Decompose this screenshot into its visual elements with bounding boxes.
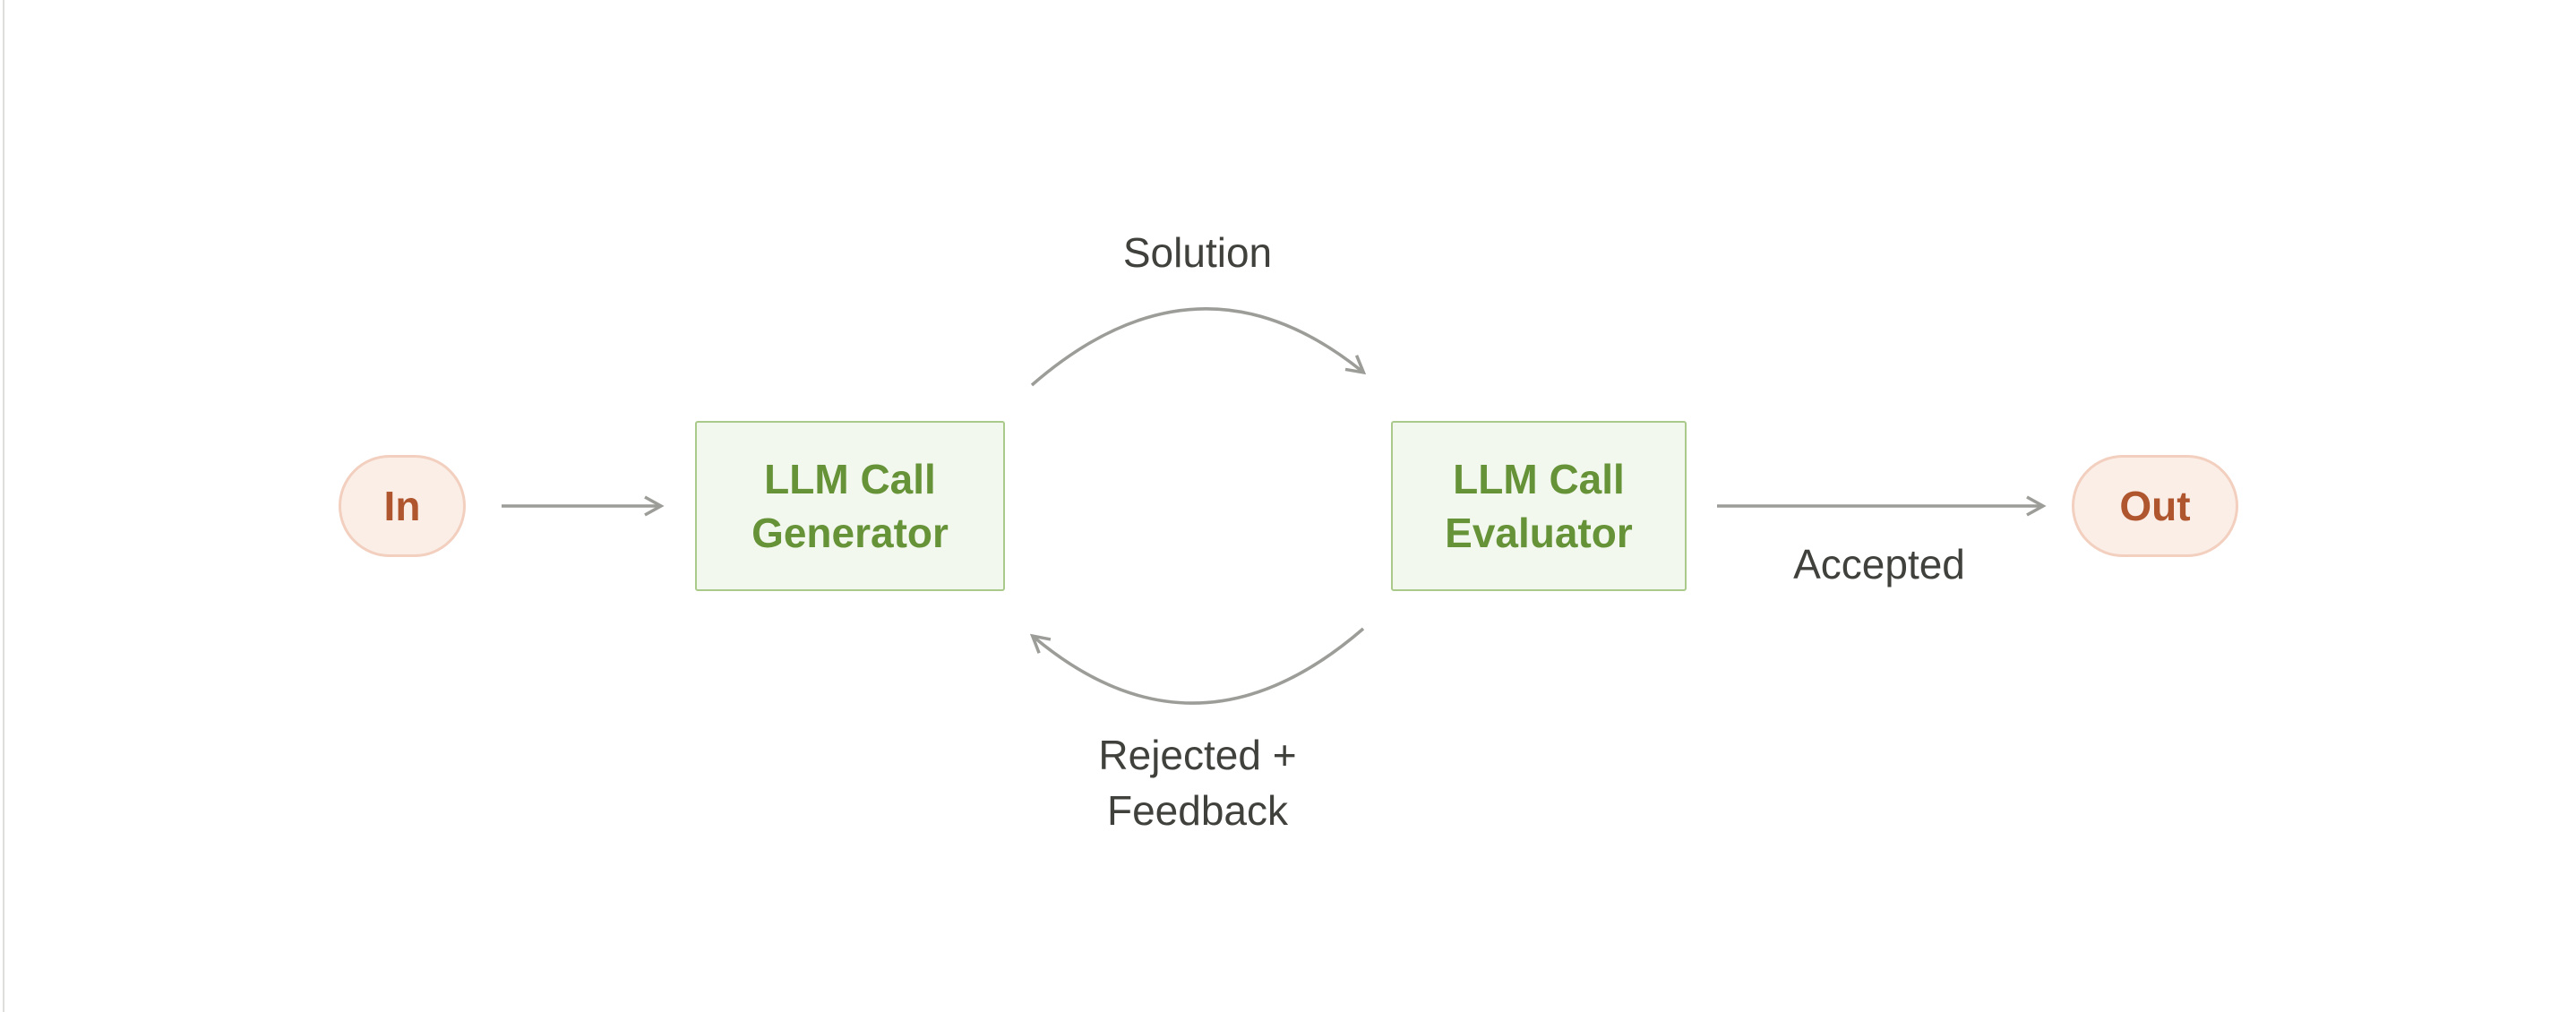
node-evaluator-label: LLM Call Evaluator [1445, 456, 1633, 556]
node-out: Out [2072, 455, 2238, 557]
edge-label-rejected-feedback: Rejected + Feedback [1098, 732, 1297, 834]
page-left-edge [3, 0, 4, 1012]
edge-label-accepted: Accepted [1793, 541, 1965, 587]
node-llm-call-generator: LLM Call Generator [695, 421, 1005, 591]
node-in: In [339, 455, 466, 557]
node-out-label: Out [2119, 483, 2191, 529]
edge-label-solution: Solution [1122, 229, 1273, 276]
arrow-evaluator-to-generator [1029, 627, 1365, 705]
node-llm-call-evaluator: LLM Call Evaluator [1391, 421, 1687, 591]
node-in-label: In [383, 483, 421, 529]
arrow-generator-to-evaluator [1030, 307, 1367, 387]
node-generator-label: LLM Call Generator [751, 456, 949, 556]
